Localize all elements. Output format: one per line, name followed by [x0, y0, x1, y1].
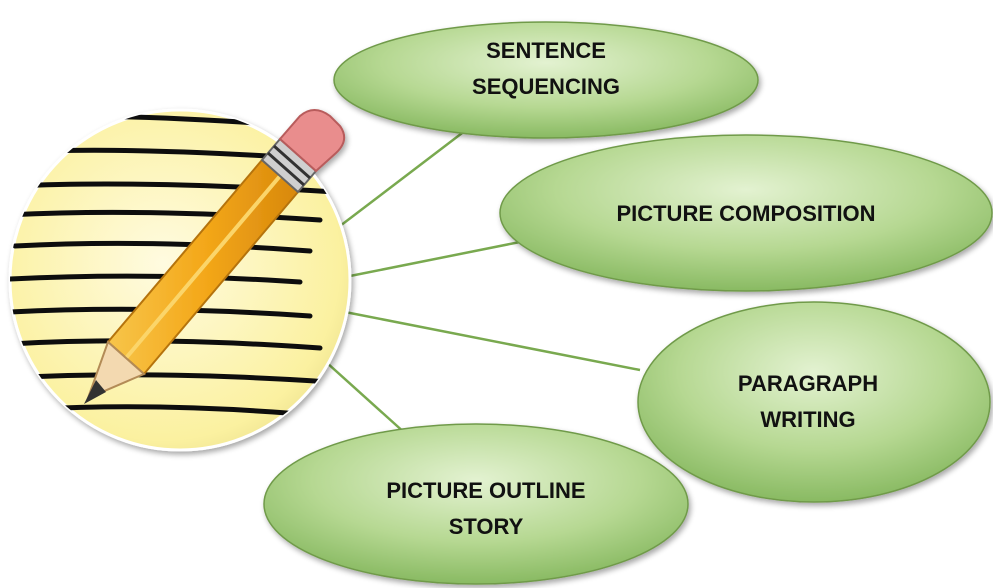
node-sentence-sequencing: SENTENCE SEQUENCING	[333, 21, 759, 139]
node-label-line-2: WRITING	[760, 407, 855, 432]
node-label-line-2: STORY	[449, 514, 524, 539]
node-label-line-1: PARAGRAPH	[738, 371, 878, 396]
node-label-line-2: SEQUENCING	[472, 74, 620, 99]
node-bubble	[333, 21, 759, 139]
node-bubble	[499, 134, 993, 292]
node-paragraph-writing: PARAGRAPH WRITING	[637, 301, 991, 503]
connectors	[325, 126, 641, 435]
node-picture-composition: PICTURE COMPOSITION	[499, 134, 993, 292]
node-label-line-1: PICTURE COMPOSITION	[616, 201, 875, 226]
node-label-line-1: PICTURE OUTLINE	[386, 478, 585, 503]
connector-sentence-sequencing	[339, 126, 471, 227]
node-label-line-1: SENTENCE	[486, 38, 606, 63]
node-bubble	[637, 301, 991, 503]
node-picture-outline-story: PICTURE OUTLINE STORY	[263, 423, 689, 585]
connector-picture-composition	[349, 240, 521, 278]
connector-picture-outline-story	[325, 361, 407, 435]
pencil-icon	[84, 109, 346, 404]
node-bubble	[263, 423, 689, 585]
pencil-on-lined-paper-icon	[8, 108, 352, 452]
connector-paragraph-writing	[344, 310, 641, 372]
